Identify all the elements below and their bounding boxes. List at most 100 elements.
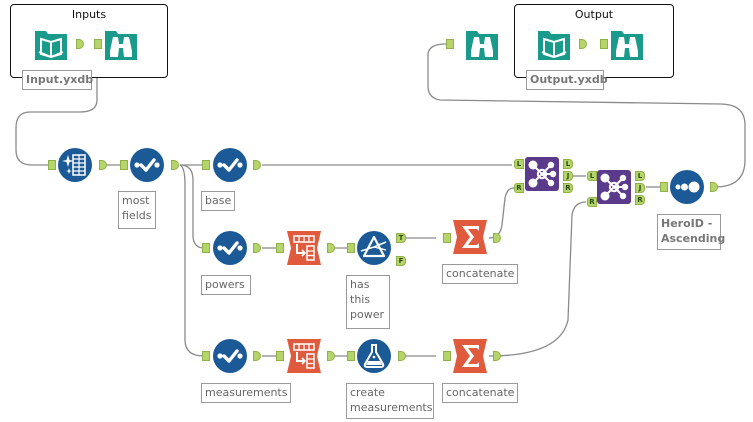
input-anchor[interactable] xyxy=(446,39,454,49)
right-output-anchor[interactable]: R xyxy=(635,195,645,205)
select-measurements-tool[interactable] xyxy=(213,339,247,373)
annotation-text: Output.yxdb xyxy=(530,73,608,86)
join-icon xyxy=(597,170,631,204)
annotation-line: power xyxy=(350,308,384,321)
sort-tool[interactable] xyxy=(670,170,704,204)
left-input-anchor[interactable]: L xyxy=(514,159,524,169)
annotation-has-this-power: has this power xyxy=(346,275,390,329)
annotation-line: fields xyxy=(122,209,152,222)
join-1-tool[interactable] xyxy=(525,157,559,191)
annotation-line: create xyxy=(350,386,385,399)
formula-measurements-tool[interactable] xyxy=(357,339,391,373)
annotation-line: Ascending xyxy=(661,232,726,245)
left-input-anchor[interactable]: L xyxy=(587,171,597,181)
checkmark-dots-icon xyxy=(213,231,247,265)
transpose-measurements-tool[interactable] xyxy=(287,339,321,373)
output-anchor[interactable] xyxy=(493,351,501,361)
binoculars-icon xyxy=(465,27,499,61)
annotation-input: Input.yxdb xyxy=(22,70,93,90)
input-anchor[interactable] xyxy=(347,243,355,253)
input-anchor[interactable] xyxy=(276,243,284,253)
annotation-text: concatenate xyxy=(446,386,515,399)
join-2-tool[interactable] xyxy=(597,170,631,204)
left-output-anchor[interactable]: L xyxy=(635,171,645,181)
join-output-anchor[interactable]: J xyxy=(563,171,573,181)
select-base-tool[interactable] xyxy=(213,148,247,182)
output-anchor[interactable] xyxy=(710,182,718,192)
input-anchor[interactable] xyxy=(660,182,668,192)
annotation-heroid-ascending: HeroID - Ascending xyxy=(657,214,726,250)
inputs-container-title: Inputs xyxy=(71,8,107,21)
output-anchor[interactable] xyxy=(253,243,261,253)
checkmark-dots-icon xyxy=(213,148,247,182)
annotation-measurements: measurements xyxy=(201,383,291,403)
output-anchor[interactable] xyxy=(398,351,406,361)
annotation-line: this xyxy=(350,293,371,306)
input-anchor[interactable] xyxy=(48,160,56,170)
right-input-anchor[interactable]: R xyxy=(587,197,597,207)
annotation-most-fields: most fields xyxy=(118,191,156,229)
checkmark-dots-icon xyxy=(130,148,164,182)
input-anchor[interactable] xyxy=(202,243,210,253)
annotation-concatenate-powers: concatenate xyxy=(442,264,518,284)
book-folder-icon xyxy=(537,27,571,61)
summarize-measurements-tool[interactable] xyxy=(453,339,487,373)
output-anchor[interactable] xyxy=(327,351,335,361)
output-anchor[interactable] xyxy=(253,160,261,170)
output-anchor[interactable] xyxy=(327,243,335,253)
input-anchor[interactable] xyxy=(202,351,210,361)
annotation-text: concatenate xyxy=(446,267,515,280)
input-anchor[interactable] xyxy=(347,351,355,361)
wire-summarize-join1 xyxy=(488,187,515,239)
join-icon xyxy=(525,157,559,191)
auto-field-tool[interactable] xyxy=(58,148,92,182)
browse-input-tool[interactable] xyxy=(104,27,138,61)
select-powers-tool[interactable] xyxy=(213,231,247,265)
filter-has-power-tool[interactable] xyxy=(357,231,391,265)
sparkle-table-icon xyxy=(58,148,92,182)
input-anchor[interactable] xyxy=(120,160,128,170)
annotation-text: powers xyxy=(205,278,245,291)
annotation-base: base xyxy=(201,191,235,211)
sigma-icon xyxy=(453,220,487,254)
annotation-line: measurements xyxy=(350,401,433,414)
input-anchor[interactable] xyxy=(443,233,451,243)
browse-output-left-tool[interactable] xyxy=(465,27,499,61)
output-anchor[interactable] xyxy=(253,351,261,361)
right-input-anchor[interactable]: R xyxy=(514,183,524,193)
output-anchor[interactable] xyxy=(99,160,107,170)
select-most-fields-tool[interactable] xyxy=(130,148,164,182)
input-anchor[interactable] xyxy=(600,39,608,49)
input-anchor[interactable] xyxy=(276,351,284,361)
annotation-text: measurements xyxy=(205,386,288,399)
annotation-powers: powers xyxy=(201,275,251,295)
output-anchor[interactable] xyxy=(171,160,179,170)
output-anchor[interactable] xyxy=(76,39,84,49)
input-data-tool[interactable] xyxy=(34,27,68,61)
output-data-tool[interactable] xyxy=(537,27,571,61)
input-anchor[interactable] xyxy=(443,351,451,361)
transpose-powers-tool[interactable] xyxy=(287,231,321,265)
annotation-create-measurements: create measurements xyxy=(346,383,434,419)
true-anchor[interactable]: T xyxy=(396,233,406,243)
binoculars-icon xyxy=(104,27,138,61)
right-output-anchor[interactable]: R xyxy=(563,183,573,193)
sigma-icon xyxy=(453,339,487,373)
transpose-icon xyxy=(287,339,321,373)
input-anchor[interactable] xyxy=(94,39,102,49)
false-anchor[interactable]: F xyxy=(396,256,406,266)
join-output-anchor[interactable]: J xyxy=(635,183,645,193)
annotation-concatenate-measurements: concatenate xyxy=(442,383,518,403)
annotation-output: Output.yxdb xyxy=(526,70,608,90)
summarize-powers-tool[interactable] xyxy=(453,220,487,254)
annotation-text: base xyxy=(205,194,232,207)
output-anchor[interactable] xyxy=(579,39,587,49)
flask-icon xyxy=(357,339,391,373)
output-container-title: Output xyxy=(574,8,614,21)
binoculars-icon xyxy=(610,27,644,61)
browse-output-right-tool[interactable] xyxy=(610,27,644,61)
input-anchor[interactable] xyxy=(202,160,210,170)
output-anchor[interactable] xyxy=(493,233,501,243)
checkmark-dots-icon xyxy=(213,339,247,373)
left-output-anchor[interactable]: L xyxy=(563,159,573,169)
